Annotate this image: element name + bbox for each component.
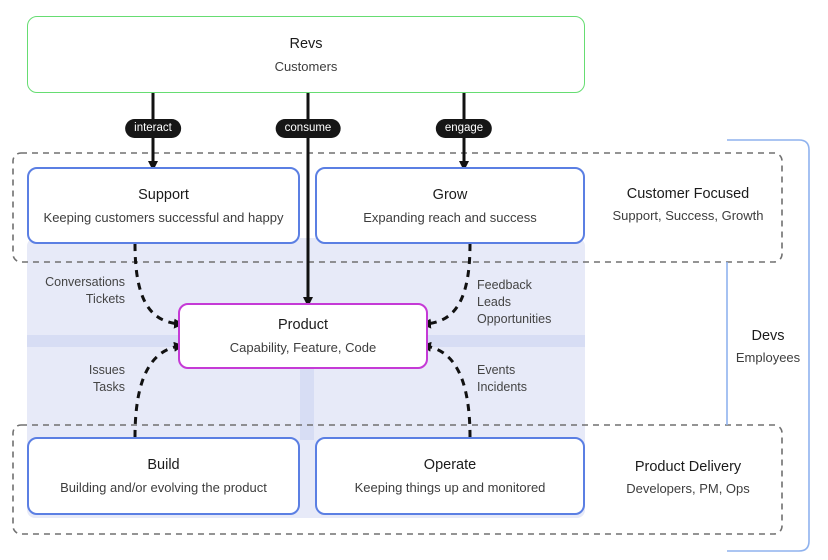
flow-label-line: Tasks — [93, 380, 125, 394]
revs-subtitle: Customers — [274, 58, 338, 74]
grow-flow-label: Feedback Leads Opportunities — [477, 277, 551, 328]
flow-label-line: Tickets — [85, 292, 125, 306]
flow-label-line: Events — [477, 363, 516, 377]
engage-label: engage — [435, 119, 493, 138]
customer-focused-group-label: Customer Focused Support, Success, Growt… — [598, 186, 778, 223]
customer-focused-title: Customer Focused — [626, 186, 750, 202]
support-flow-label: Conversations Tickets — [20, 274, 125, 308]
flow-label-line: Opportunities — [477, 312, 552, 326]
operate-node: Operate Keeping things up and monitored — [315, 437, 585, 515]
revs-node: Revs Customers — [27, 16, 585, 93]
devs-bracket — [727, 139, 810, 552]
interact-label: interact — [125, 119, 181, 138]
support-subtitle: Keeping customers successful and happy — [43, 209, 284, 225]
grow-subtitle: Expanding reach and success — [363, 209, 537, 225]
customer-focused-group-border — [12, 152, 783, 263]
devs-title: Devs — [751, 328, 785, 344]
support-to-product-arrow — [133, 243, 184, 329]
customer-focused-subtitle: Support, Success, Growth — [612, 208, 764, 223]
build-node: Build Building and/or evolving the produ… — [27, 437, 300, 515]
build-flow-label: Issues Tasks — [20, 362, 125, 396]
operate-subtitle: Keeping things up and monitored — [354, 480, 546, 495]
support-node: Support Keeping customers successful and… — [27, 167, 300, 244]
product-delivery-subtitle: Developers, PM, Ops — [626, 481, 750, 496]
devs-subtitle: Employees — [735, 350, 801, 365]
devs-group-label: Devs Employees — [730, 328, 806, 365]
revs-title: Revs — [289, 35, 323, 52]
consume-label: consume — [275, 119, 341, 138]
product-node: Product Capability, Feature, Code — [178, 303, 428, 369]
flow-label-line: Conversations — [45, 275, 125, 289]
grow-title: Grow — [432, 186, 468, 203]
flow-label-line: Issues — [88, 363, 125, 377]
flow-label-line: Leads — [477, 295, 512, 309]
flow-label-line: Feedback — [477, 278, 532, 292]
operate-title: Operate — [423, 457, 477, 473]
operate-to-product-arrow — [421, 341, 472, 438]
product-subtitle: Capability, Feature, Code — [229, 340, 377, 355]
product-delivery-group-label: Product Delivery Developers, PM, Ops — [598, 459, 778, 496]
flow-label-line: Incidents — [477, 380, 528, 394]
build-to-product-arrow — [133, 341, 184, 438]
grow-to-product-arrow — [421, 243, 472, 329]
build-subtitle: Building and/or evolving the product — [60, 480, 267, 495]
shaded-band — [300, 365, 314, 440]
build-title: Build — [147, 457, 180, 473]
support-title: Support — [138, 186, 189, 203]
product-title: Product — [278, 317, 328, 333]
product-delivery-group-border — [12, 424, 783, 535]
product-delivery-title: Product Delivery — [634, 459, 742, 475]
grow-node: Grow Expanding reach and success — [315, 167, 585, 244]
operate-flow-label: Events Incidents — [477, 362, 527, 396]
